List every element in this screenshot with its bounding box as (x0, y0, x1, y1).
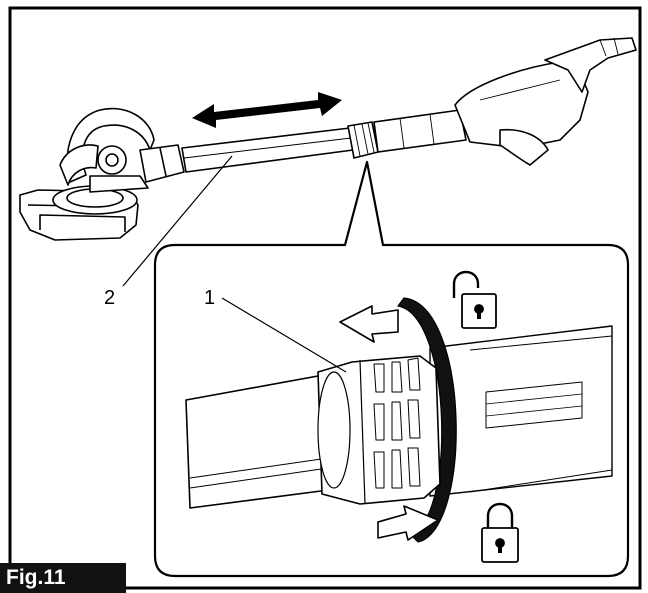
drywall-sander-illustration (19, 37, 637, 241)
rotate-arrow-icon (339, 305, 439, 541)
lock-ring-detail (185, 297, 613, 543)
figure-label: Fig.11 (0, 563, 126, 593)
figure-frame (8, 6, 642, 590)
unlock-icon (452, 270, 497, 329)
callout-2: 2 (104, 287, 115, 309)
leader-line-1 (221, 297, 347, 373)
leader-line-2 (122, 155, 233, 287)
lock-icon (481, 502, 519, 563)
callout-1: 1 (204, 287, 215, 309)
double-arrow-icon (192, 92, 342, 128)
